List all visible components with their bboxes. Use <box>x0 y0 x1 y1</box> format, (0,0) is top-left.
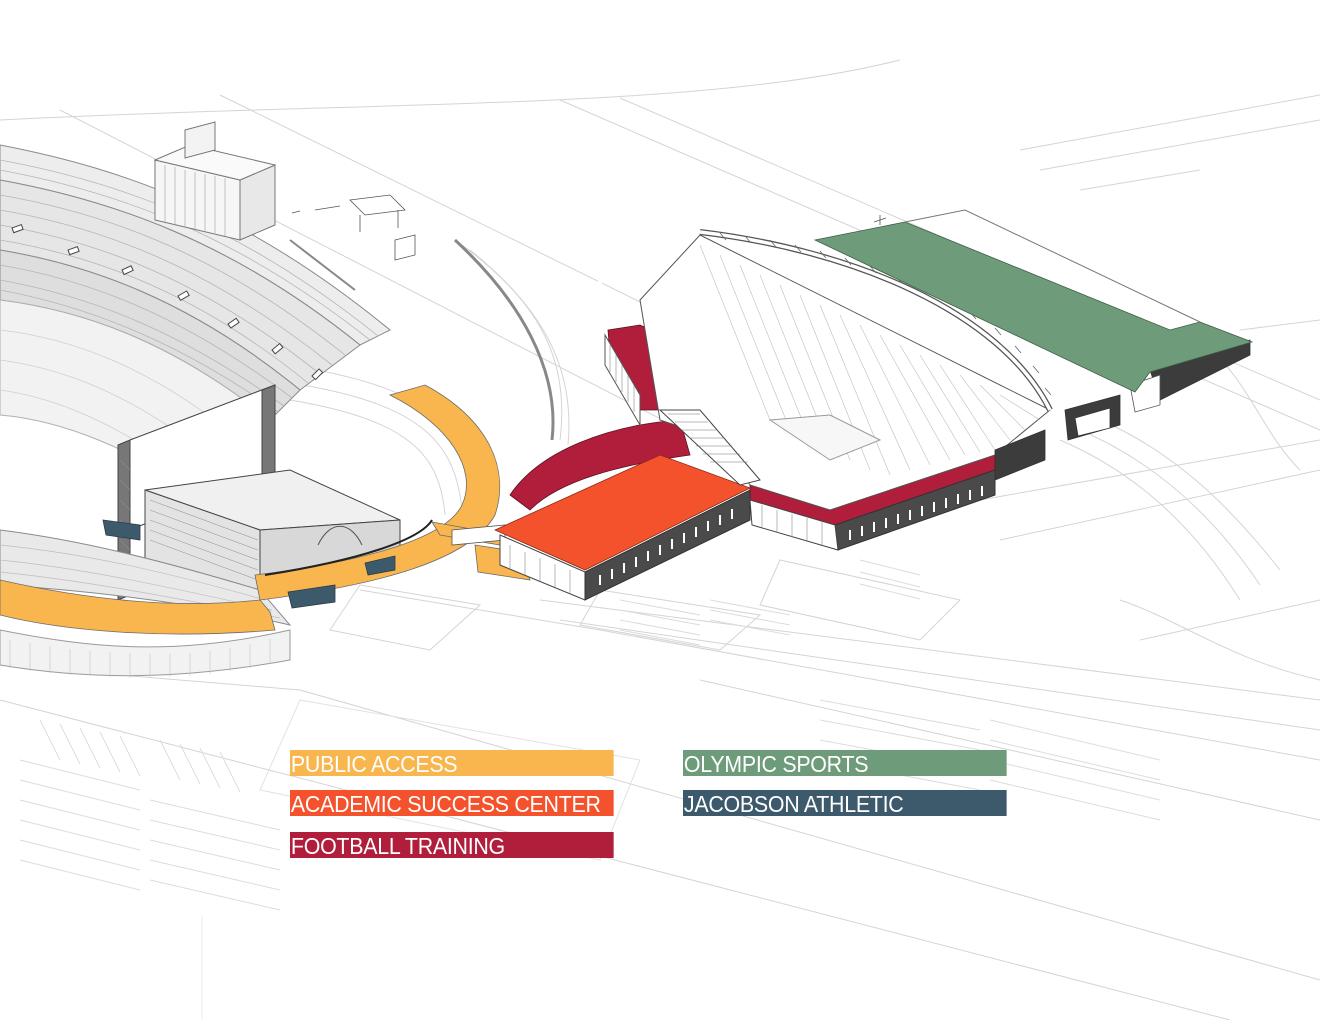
misc-structures <box>289 194 887 441</box>
legend-jacobson-athletic: JACOBSON ATHLETIC <box>683 790 1007 816</box>
ramp-edge <box>264 519 433 576</box>
jacobson-athletic-zone <box>102 519 396 609</box>
legend-football-training: FOOTBALL TRAINING <box>290 832 614 858</box>
service-wing <box>994 339 1251 481</box>
olympic-sports-roof-edge <box>904 209 1201 323</box>
academic-success-center-zone <box>494 278 752 601</box>
legend-public-access: PUBLIC ACCESS <box>290 750 614 776</box>
legend-olympic-sports: OLYMPIC SPORTS <box>683 750 1007 776</box>
south-stands <box>0 529 292 678</box>
legend-academic-success-center: ACADEMIC SUCCESS CENTER <box>290 790 614 816</box>
olympic-sports-zone <box>813 221 1254 393</box>
indoor-practice-facility <box>604 229 1053 551</box>
